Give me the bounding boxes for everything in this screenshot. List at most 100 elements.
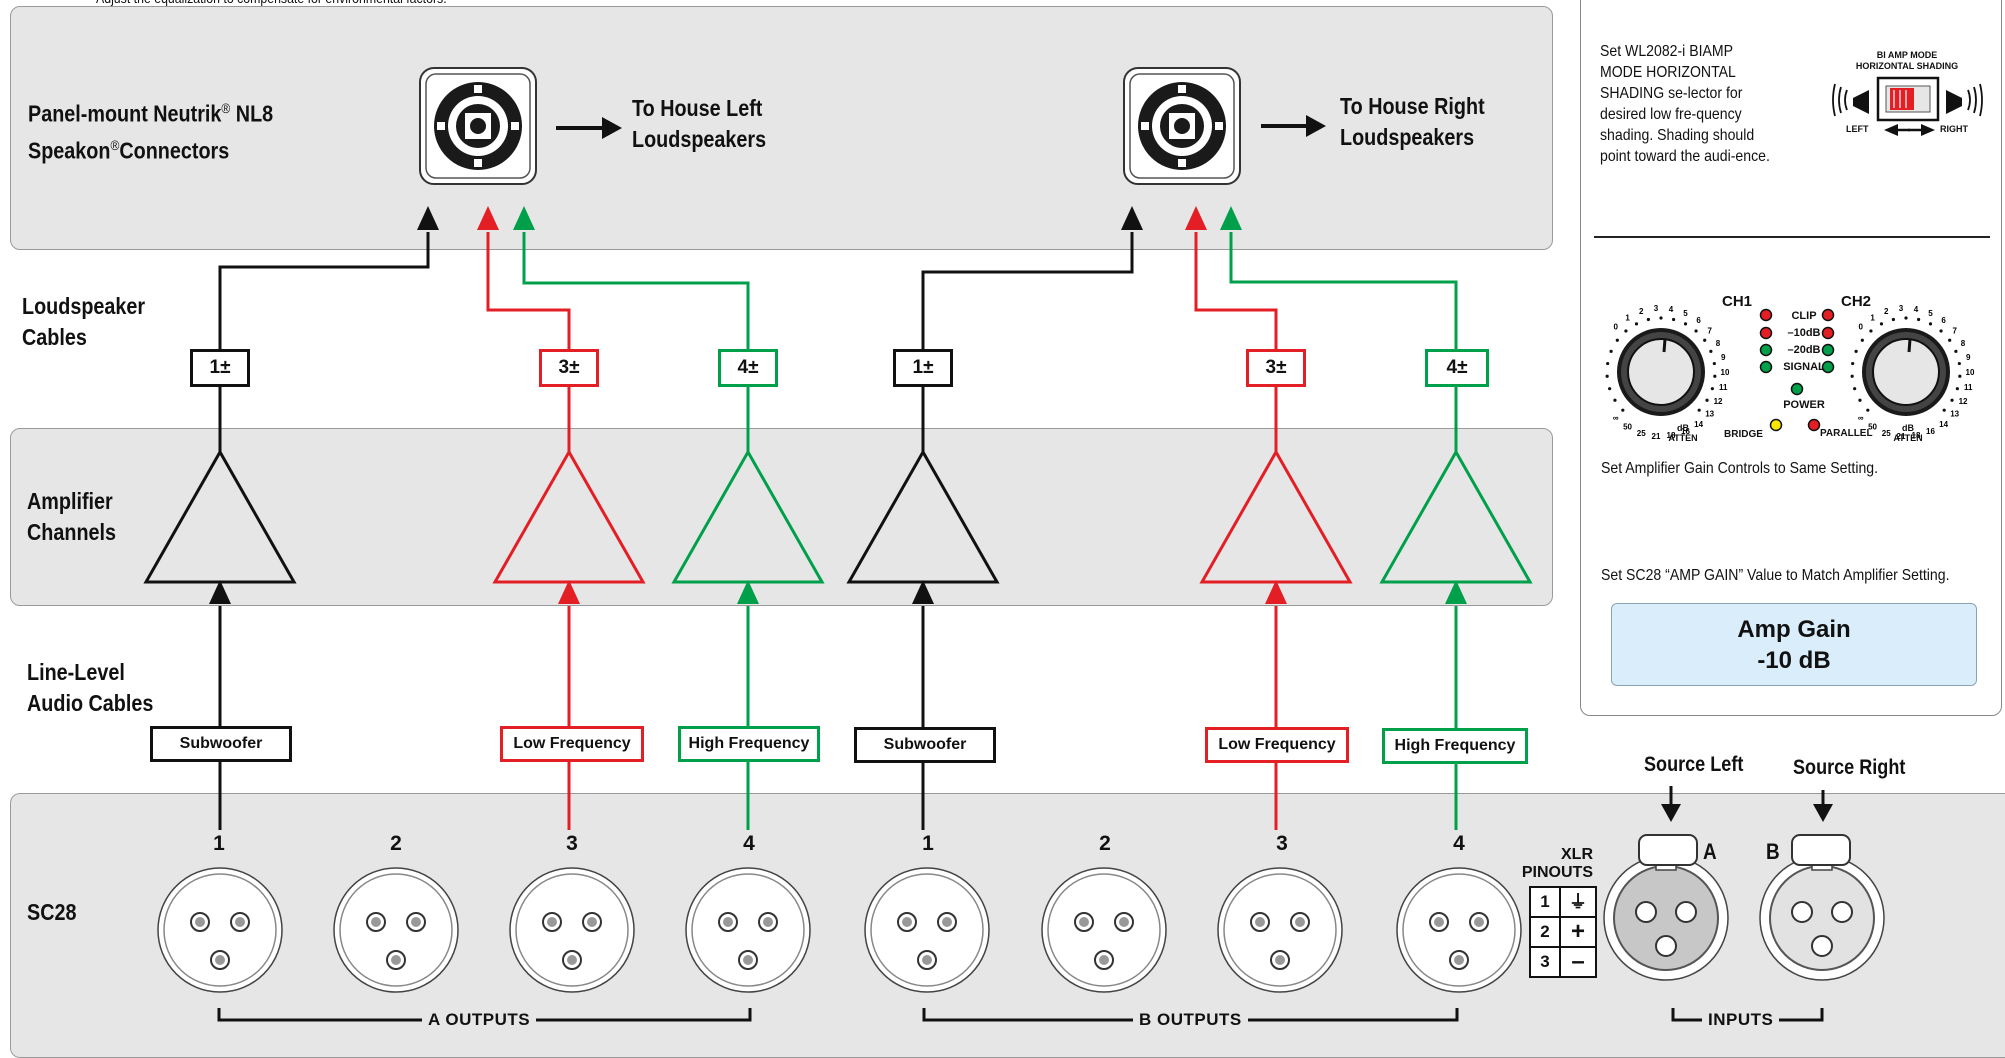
biamp-left-speaker-icon-wave-1: [1838, 86, 1842, 114]
ch2-atten-word: ATTEN: [1893, 433, 1923, 443]
cable-tag-a-low: Low Frequency: [500, 726, 644, 762]
ch1-atten-scale-2: 2: [1639, 307, 1644, 316]
biamp-left-label: LEFT: [1846, 124, 1869, 134]
speakon-reg-mark-2: ®: [110, 136, 120, 153]
pin-label-b4: 4±: [1425, 349, 1489, 387]
ch2-atten-knob-icon-tick-15: [1954, 349, 1958, 353]
ch2-led-0: [1821, 308, 1835, 322]
ch1-atten-knob-icon-pointer: [1662, 338, 1667, 353]
output-jack-7-pin-fill-2: [1295, 917, 1305, 927]
output-jack-6-pin-fill-1: [1079, 917, 1089, 927]
ch1-led-0: [1759, 308, 1773, 322]
speakon-right-connector-latch-1: [1178, 159, 1186, 167]
ch2-atten-knob-icon-tick-0: [1866, 408, 1870, 412]
xlr-pin-1: 1: [1531, 888, 1561, 916]
ch1-atten-knob-icon-tick-2: [1608, 387, 1612, 391]
output-jack-1-pin-fill-1: [195, 917, 205, 927]
ch2-atten-scale-16: 18: [1912, 431, 1921, 440]
ch1-atten-scale-10: 10: [1721, 368, 1730, 377]
ch2-atten-scale-20: ∞: [1858, 413, 1864, 422]
ch1-atten-knob-icon-tick-5: [1609, 349, 1613, 353]
speaker-arrow-a-high: [513, 206, 535, 230]
output-jack-6: [1041, 867, 1167, 993]
output-b2-number: 2: [1099, 832, 1111, 855]
ch1-atten-knob-icon-tick-17: [1713, 374, 1717, 378]
ch2-atten-knob-icon-tick-8: [1879, 322, 1884, 326]
output-a4-number: 4: [743, 832, 755, 855]
led-power-label: POWER: [1783, 399, 1825, 411]
output-jack-rim-4: [691, 873, 805, 987]
output-a3-number: 3: [566, 832, 578, 855]
xlr-pinouts-title: XLR PINOUTS: [1513, 846, 1593, 882]
line-level-label: Line-Level Audio Cables: [27, 657, 153, 719]
output-jack-rim-3: [515, 873, 629, 987]
amplifier-triangle-b-high: [1379, 448, 1533, 584]
output-jack-2-pin-fill-2: [411, 917, 421, 927]
output-jack-rim-8: [1402, 873, 1516, 987]
input-b-letter: B: [1766, 839, 1780, 864]
ch1-atten-db: dB: [1677, 423, 1689, 433]
ch1-atten-knob-icon-tick-0: [1621, 408, 1625, 412]
ch2-atten-label: dB ATTEN: [1891, 423, 1925, 443]
output-jack-7-pin-fill-3: [1275, 955, 1285, 965]
ch2-led-3: [1821, 360, 1835, 374]
xlr-pin-1-ground-icon: ⏚: [1569, 892, 1587, 912]
house-left-line1: To House Left: [632, 95, 763, 121]
output-jack-6-pin-fill-3: [1099, 955, 1109, 965]
amplifier-triangle-b-low: [1199, 448, 1353, 584]
sc28-gain-note: Set SC28 “AMP GAIN” Value to Match Ampli…: [1601, 567, 1950, 584]
source-left-arrow-head: [1661, 804, 1681, 822]
speakon-left-connector-plate-inner: [425, 73, 531, 179]
ch2-atten-knob-icon-tick-11: [1917, 317, 1921, 322]
ch1-atten-scale-11: 11: [1719, 383, 1728, 392]
biamp-right-speaker-icon-wave-2: [1979, 83, 1983, 117]
cable-tag-b-high: High Frequency: [1382, 728, 1528, 764]
amp-gain-title: Amp Gain: [1737, 616, 1851, 643]
output-jack-1-pin-fill-3: [215, 955, 225, 965]
pin-label-a1: 1±: [190, 349, 250, 387]
biamp-switch-handle: [1890, 88, 1914, 110]
ch1-atten-knob-icon-tick-1: [1613, 398, 1617, 402]
output-jack-2: [333, 867, 459, 993]
xlr-pinouts-line1: XLR: [1561, 846, 1593, 863]
input-a-letter: A: [1703, 839, 1717, 864]
speaker-arrow-a-sub: [417, 206, 439, 230]
ch2-atten-scale-12: 12: [1959, 397, 1968, 406]
ch1-atten-knob-icon-tick-10: [1659, 316, 1663, 320]
output-jack-rim-2: [339, 873, 453, 987]
ch1-atten-scale-13: 13: [1705, 410, 1714, 419]
biamp-title: BI AMP MODE HORIZONTAL SHADING: [1852, 50, 1962, 72]
amp-gain-note: Set Amplifier Gain Controls to Same Sett…: [1601, 460, 1879, 477]
ch1-atten-knob-icon-tick-12: [1683, 322, 1688, 326]
ch1-atten-scale-20: ∞: [1613, 413, 1619, 422]
ch1-atten-scale-18: 25: [1637, 429, 1646, 438]
xlr-pin-2-plus-icon: +: [1570, 918, 1585, 945]
ch1-atten-knob-icon-tick-16: [1712, 361, 1716, 366]
amp-gain-value: -10 dB: [1757, 647, 1831, 674]
ch2-atten-knob-icon-tick-12: [1928, 322, 1933, 326]
output-jack-7-pin-fill-1: [1255, 917, 1265, 927]
biamp-right-arrow-icon: [1921, 124, 1935, 136]
biamp-instructions: Set WL2082-i BIAMP MODE HORIZONTAL SHADI…: [1600, 43, 1770, 165]
house-right-line1: To House Right: [1340, 93, 1485, 119]
house-left-arrow-head: [602, 117, 622, 139]
speaker-arrow-b-sub: [1121, 206, 1143, 230]
ch2-atten-scale-6: 6: [1941, 316, 1946, 325]
amp-input-arrow-b-sub: [912, 580, 934, 604]
ch2-atten-knob-icon-tick-9: [1891, 317, 1895, 322]
ch2-atten-knob-icon-tick-4: [1851, 361, 1855, 366]
cable-tag-a-subwoofer: Subwoofer: [150, 726, 292, 762]
output-jack-rim-6: [1047, 873, 1161, 987]
input-a-tab: [1638, 834, 1698, 866]
bridge-led: [1769, 418, 1783, 432]
ch2-atten-knob-icon-tick-5: [1854, 349, 1858, 353]
speakon-right-connector-pin: [1174, 118, 1190, 134]
sc28-label: SC28: [27, 899, 77, 925]
ch1-atten-scale-0: 0: [1614, 323, 1619, 332]
ch1-atten-knob-icon-tick-4: [1606, 361, 1610, 366]
ch2-atten-scale-2: 2: [1884, 307, 1889, 316]
ch2-atten-scale-3: 3: [1899, 304, 1904, 313]
ch2-atten-scale-13: 13: [1950, 410, 1959, 419]
ch1-atten-scale-1: 1: [1625, 313, 1630, 322]
led-signal-label: SIGNAL: [1783, 361, 1825, 373]
